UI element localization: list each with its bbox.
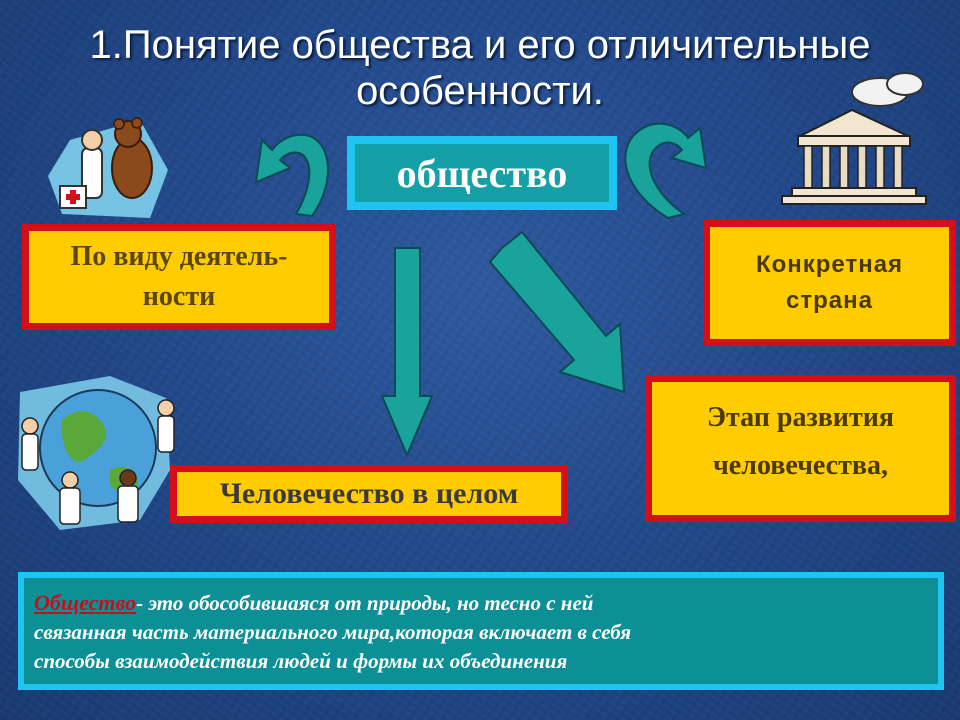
stage-line-1: Этап развития (707, 402, 894, 433)
curved-arrow-left-icon (254, 133, 329, 218)
activity-line-2: ности (142, 281, 216, 312)
center-box-society: общество (347, 136, 617, 210)
box-by-activity: По виду деятель- ности (22, 224, 336, 330)
country-line-1: Конкретная (755, 251, 904, 278)
center-label: общество (396, 150, 568, 196)
definition-box: Общество- это обособившаяся от природы, … (18, 572, 944, 690)
curved-arrow-right-icon (624, 122, 708, 220)
stage-line-2: человечества, (713, 450, 888, 481)
doctor-bear-icon (48, 117, 168, 218)
temple-icon (781, 72, 927, 205)
globe-people-icon (18, 376, 175, 530)
definition-line-1-rest: - это обособившаяся от природы, но тесно… (136, 591, 594, 615)
box-mankind-as-whole: Человечество в целом (170, 465, 568, 523)
diagonal-arrow-icon (488, 230, 626, 394)
activity-line-1: По виду деятель- (70, 241, 288, 272)
title-line-2: особенности. (356, 69, 604, 113)
definition-line-3: способы взаимодействия людей и формы их … (34, 649, 568, 673)
slide-title: 1.Понятие общества и его отличительные о… (0, 22, 960, 114)
definition-term: Общество (34, 590, 137, 615)
box-stage-of-development: Этап развития человечества, (645, 375, 956, 522)
country-line-2: страна (786, 287, 873, 314)
down-arrow-icon (380, 247, 434, 458)
mankind-label: Человечество в целом (219, 477, 519, 510)
definition-line-2: связанная часть материального мира,котор… (34, 620, 632, 644)
definition-line-1: Общество- это обособившаяся от природы, … (34, 588, 928, 618)
box-specific-country: Конкретная страна (703, 220, 956, 346)
title-line-1: 1.Понятие общества и его отличительные (89, 23, 871, 67)
